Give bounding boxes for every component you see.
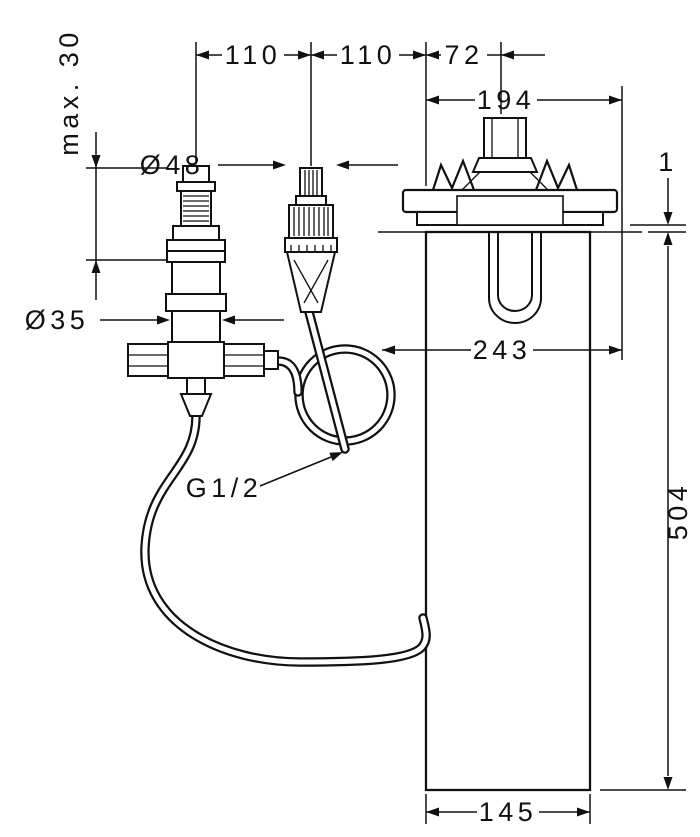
tee-body: [167, 341, 225, 379]
spout-stub: [483, 117, 527, 159]
dim-110-left: 110: [196, 40, 311, 70]
arrow-head: [426, 95, 439, 105]
arrow-head: [382, 345, 395, 355]
clip-braces: [461, 171, 549, 191]
dim-label-72: 72: [444, 40, 483, 70]
arrow-head: [413, 50, 426, 60]
spout-assembly: [401, 117, 619, 226]
arrow-head: [329, 452, 343, 462]
tee-nut-right: [223, 343, 265, 377]
arrow-head: [157, 315, 170, 325]
cartridge-cone: [285, 251, 337, 313]
arrow-head: [501, 50, 514, 60]
dim-label-504: 504: [663, 482, 693, 541]
arrow-head: [426, 807, 439, 817]
valve-lower-stem: [186, 377, 206, 395]
dim-145: 145: [426, 797, 590, 827]
arrow-head: [298, 50, 311, 60]
arrow-head: [196, 50, 209, 60]
arrow-head: [663, 232, 673, 245]
arrow-head: [609, 95, 622, 105]
arrow-head: [91, 155, 101, 168]
extension-lines: [86, 42, 686, 824]
valve-collar: [176, 181, 216, 192]
spring-clip-left: [431, 157, 476, 191]
dim-243: 243: [382, 335, 622, 365]
dim-label-194: 194: [477, 85, 536, 115]
dim-dia35: Ø35: [25, 305, 284, 335]
cartridge-recess: [456, 195, 564, 226]
dim-110-right: 110: [311, 40, 426, 70]
dim-max30: max. 30: [54, 28, 101, 300]
dim-dia48: Ø48: [140, 150, 398, 180]
arrow-head: [577, 807, 590, 817]
valve-ring-1: [166, 239, 226, 252]
valve-band: [165, 293, 227, 312]
spline-shaft: [299, 167, 323, 197]
cartridge-collar: [295, 195, 327, 206]
left-valve: [127, 165, 279, 417]
valve-ring-2: [166, 250, 226, 263]
spout-column: [424, 230, 592, 792]
arrow-head: [663, 777, 673, 790]
arrow-head: [336, 160, 349, 170]
dim-label-g12: G1/2: [186, 473, 263, 503]
dim-label-243: 243: [473, 335, 532, 365]
valve-lower-cone: [179, 393, 213, 417]
tee-nut-left: [127, 343, 169, 377]
arrow-head: [91, 260, 101, 273]
dim-194: 194: [426, 85, 622, 115]
middle-valve: [284, 167, 338, 313]
dim-label-dia48: Ø48: [140, 150, 205, 180]
spring-clip-right: [534, 157, 579, 191]
arrow-head: [311, 50, 324, 60]
dim-label-dia35: Ø35: [25, 305, 90, 335]
dim-label-110-left: 110: [225, 40, 282, 70]
dim-label-max30: max. 30: [54, 28, 84, 156]
arrow-head: [609, 345, 622, 355]
cartridge-flange: [284, 237, 338, 253]
valve-nut: [172, 225, 220, 241]
dim-504: 504: [663, 232, 693, 790]
dim-1: 1: [658, 147, 678, 225]
tee-stub: [263, 350, 279, 370]
arrow-head: [663, 212, 673, 225]
u-bracket: [488, 233, 542, 324]
dim-label-145: 145: [479, 797, 538, 827]
dim-72: 72: [426, 40, 545, 70]
cartridge-ribbed-body: [288, 204, 334, 239]
spout-flare: [471, 157, 539, 173]
dim-g12: G1/2: [186, 452, 343, 503]
dim-label-110-right: 110: [340, 40, 397, 70]
arrow-head: [426, 50, 439, 60]
arrow-head: [273, 160, 286, 170]
arrow-head: [222, 315, 235, 325]
dim-label-1: 1: [658, 147, 678, 177]
hose-assembly: [140, 307, 431, 667]
